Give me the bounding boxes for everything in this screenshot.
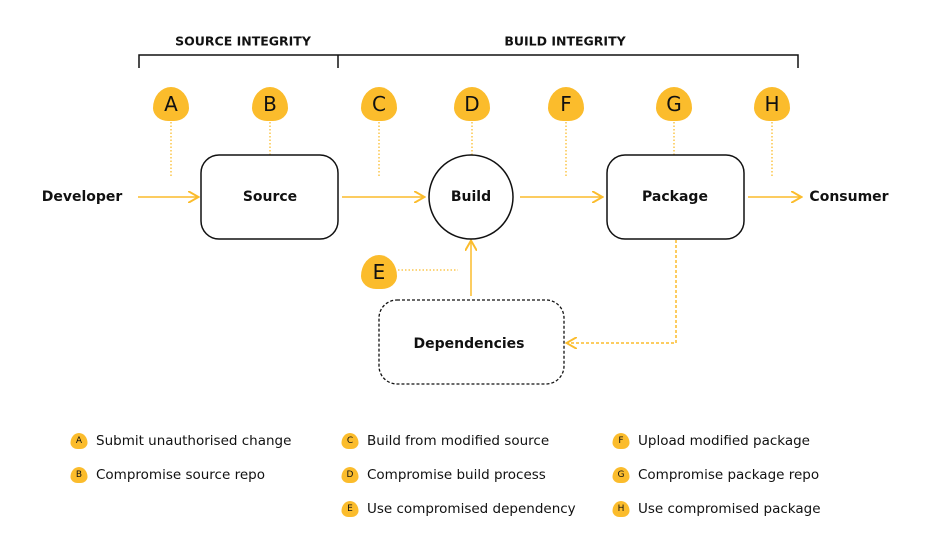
legend-badge-g: G	[612, 467, 630, 483]
legend-text-c: Build from modified source	[367, 433, 550, 449]
developer-label: Developer	[41, 189, 123, 205]
threat-badge-g: G	[656, 87, 692, 121]
consumer-label: Consumer	[809, 189, 889, 205]
source-label: Source	[242, 189, 298, 205]
legend-badge-h: H	[612, 501, 630, 517]
legend-text-h: Use compromised package	[638, 501, 821, 517]
source-box	[200, 154, 339, 240]
package-label: Package	[642, 189, 708, 205]
threat-badge-a: A	[153, 87, 189, 121]
threat-badge-b: B	[252, 87, 288, 121]
legend-text-e: Use compromised dependency	[367, 501, 576, 517]
legend-text-g: Compromise package repo	[638, 467, 820, 483]
legend-text-d: Compromise build process	[367, 467, 546, 483]
dependencies-label: Dependencies	[413, 336, 525, 352]
threat-badge-c: C	[361, 87, 397, 121]
package-box	[606, 154, 745, 240]
legend-badge-b: B	[70, 467, 88, 483]
legend-badge-a: A	[70, 433, 88, 449]
build-label: Build	[450, 189, 492, 205]
legend-text-b: Compromise source repo	[96, 467, 265, 483]
threat-badge-d: D	[454, 87, 490, 121]
threat-pointers	[170, 122, 773, 271]
threat-badge-h: H	[754, 87, 790, 121]
legend-badge-f: F	[612, 433, 630, 449]
legend-badge-c: C	[341, 433, 359, 449]
integrity-bracket	[138, 54, 799, 68]
legend-text-f: Upload modified package	[638, 433, 810, 449]
legend-badge-d: D	[341, 467, 359, 483]
legend-badge-e: E	[341, 501, 359, 517]
legend-text-a: Submit unauthorised change	[96, 433, 292, 449]
threat-badge-f: F	[548, 87, 584, 121]
dependencies-box	[378, 299, 565, 385]
build-circle	[428, 154, 514, 240]
source-integrity-header: SOURCE INTEGRITY	[175, 33, 311, 49]
build-integrity-header: BUILD INTEGRITY	[504, 33, 626, 49]
flow-arrows	[138, 197, 800, 343]
threat-badge-e: E	[361, 255, 397, 289]
